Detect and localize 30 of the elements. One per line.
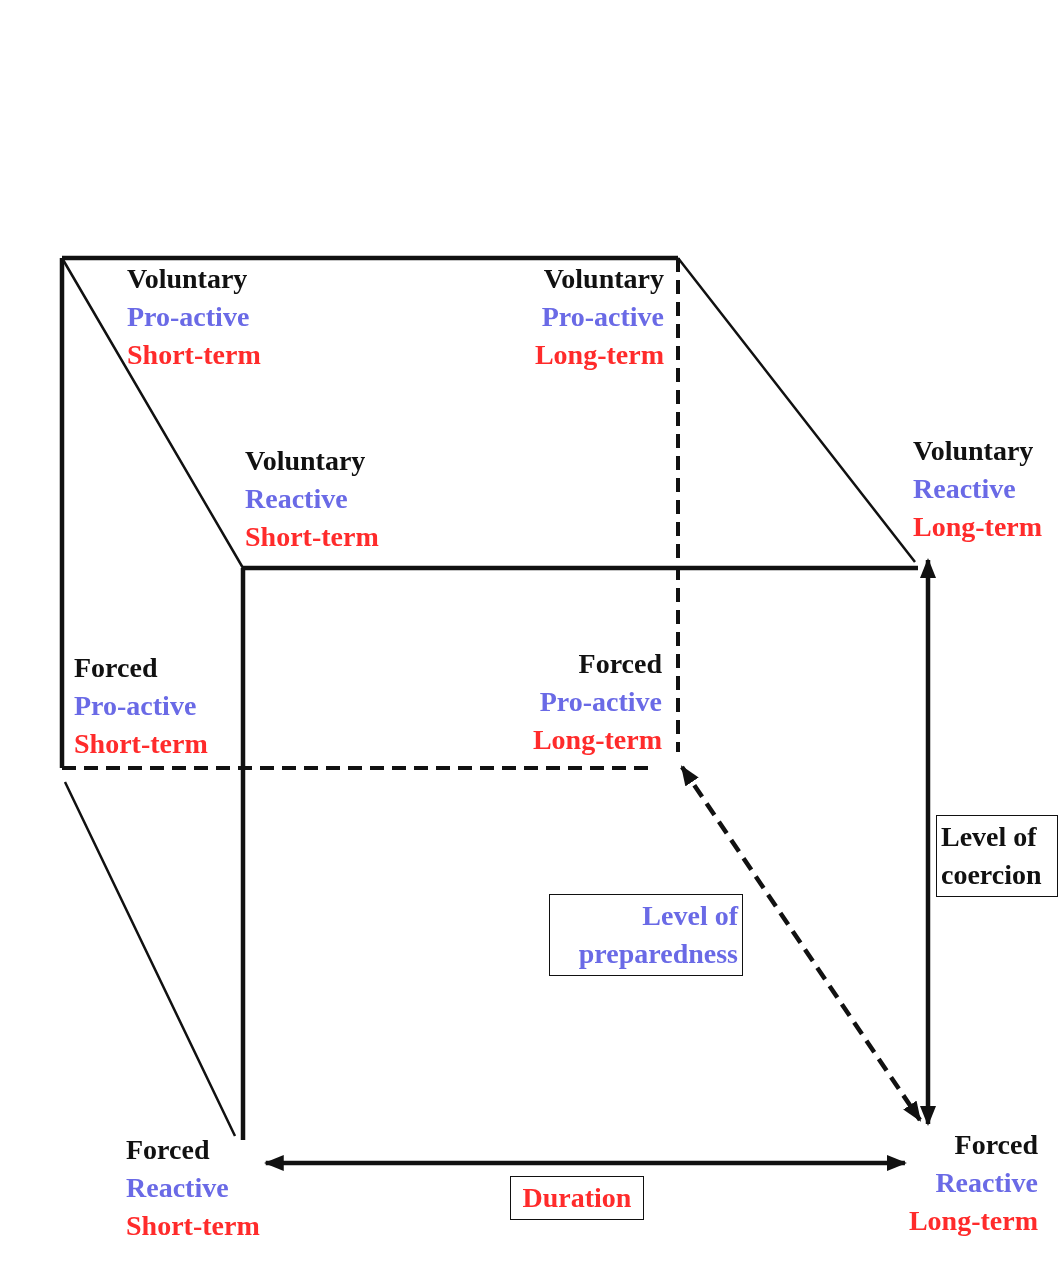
corner-label: Pro-active bbox=[539, 685, 662, 719]
corner-label: Pro-active bbox=[127, 300, 250, 334]
corner-label: Long-term bbox=[534, 338, 664, 372]
edge-label: Duration bbox=[510, 1176, 644, 1220]
corner-label: Reactive bbox=[126, 1171, 229, 1205]
double-arrow bbox=[263, 1155, 907, 1171]
corner-label: Reactive bbox=[913, 472, 1016, 506]
corner-label: Forced bbox=[578, 647, 662, 681]
corner-label: Voluntary bbox=[245, 444, 366, 478]
corner-label: Voluntary bbox=[913, 434, 1034, 468]
corner-label: Voluntary bbox=[543, 262, 664, 296]
corner-label: Short-term bbox=[127, 338, 261, 372]
corner-label: Short-term bbox=[126, 1209, 260, 1243]
corner-label: Voluntary bbox=[127, 262, 248, 296]
dashed-double-arrow bbox=[680, 765, 922, 1122]
corner-label: Forced bbox=[126, 1133, 210, 1167]
corner-label: Long-term bbox=[532, 723, 662, 757]
corner-label: Forced bbox=[954, 1128, 1038, 1162]
corner-label: Forced bbox=[74, 651, 158, 685]
edge-label: Level of coercion bbox=[936, 815, 1058, 897]
corner-label: Reactive bbox=[245, 482, 348, 516]
corner-label: Pro-active bbox=[74, 689, 197, 723]
corner-label: Short-term bbox=[245, 520, 379, 554]
corner-label: Long-term bbox=[913, 510, 1043, 544]
edge-label: Level of preparedness bbox=[549, 894, 743, 976]
double-arrow bbox=[920, 558, 936, 1126]
corner-label: Short-term bbox=[74, 727, 208, 761]
corner-label: Pro-active bbox=[541, 300, 664, 334]
corner-label: Long-term bbox=[908, 1204, 1038, 1238]
corner-label: Reactive bbox=[935, 1166, 1038, 1200]
